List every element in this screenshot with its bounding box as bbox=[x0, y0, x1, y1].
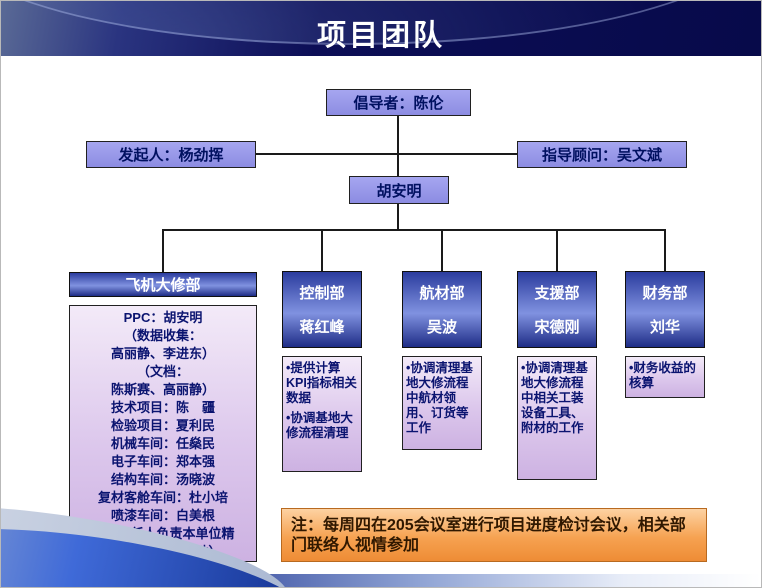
slide-header: 项目团队 bbox=[1, 1, 761, 56]
dept-box-support: 支援部 宋德刚 bbox=[517, 271, 597, 348]
text-line: 高丽静、李进东） bbox=[110, 346, 215, 361]
text-line: •财务收益的核算 bbox=[629, 361, 696, 390]
slide-title: 项目团队 bbox=[316, 20, 445, 52]
text-line: 复材客舱车间：杜小培 bbox=[97, 490, 228, 505]
dept-name: 财务部 bbox=[642, 284, 688, 302]
dept-box-materials: 航材部 吴波 bbox=[402, 271, 482, 348]
connector-line bbox=[256, 153, 518, 155]
text-line: （数据收集： bbox=[123, 328, 202, 343]
text-line: •提供计算KPI指标相关数据 bbox=[286, 361, 357, 405]
initiator-box: 发起人：杨劲挥 bbox=[86, 141, 256, 168]
text-line: 检验项目：夏利民 bbox=[110, 418, 215, 433]
connector-line bbox=[441, 229, 443, 272]
text-line: 电子车间：郑本强 bbox=[110, 454, 215, 469]
dept-name: 航材部 bbox=[419, 284, 465, 302]
dept-name: 支援部 bbox=[534, 284, 580, 302]
dept-box-finance: 财务部 刘华 bbox=[625, 271, 705, 348]
dept-head: 蒋红峰 bbox=[299, 319, 345, 337]
text-line: •协调清理基地大修流程中相关工装设备工具、附材的工作 bbox=[521, 361, 588, 435]
text-line: （文档： bbox=[136, 364, 189, 379]
connector-line bbox=[321, 229, 323, 272]
text-line: 机械车间：任燊民 bbox=[110, 436, 215, 451]
dept-name: 控制部 bbox=[299, 284, 345, 302]
connector-line bbox=[397, 204, 399, 230]
meeting-note-box: 注：每周四在205会议室进行项目进度检讨会议，相关部门联络人视情参加 bbox=[281, 508, 707, 562]
advocate-box: 倡导者：陈伦 bbox=[326, 89, 471, 116]
dept-box-control: 控制部 蒋红峰 bbox=[282, 271, 362, 348]
connector-line bbox=[556, 229, 558, 272]
text-line: 喷漆车间：白美根 bbox=[110, 508, 215, 523]
dept-name: 飞机大修部 bbox=[125, 277, 201, 294]
dept-head: 刘华 bbox=[649, 319, 680, 337]
text-line: 结构车间：汤晓波 bbox=[110, 472, 215, 487]
connector-line bbox=[664, 229, 666, 272]
dept-head: 吴波 bbox=[426, 319, 457, 337]
connector-line bbox=[162, 229, 164, 272]
connector-line bbox=[397, 116, 399, 177]
advisor-box: 指导顾问：吴文斌 bbox=[517, 141, 687, 168]
text-line: •协调清理基地大修流程中航材领用、订货等工作 bbox=[406, 361, 473, 435]
dept-detail-finance: •财务收益的核算 bbox=[625, 356, 705, 398]
dept-detail-overhaul: PPC：胡安明 （数据收集： 高丽静、李进东） （文档： 陈斯赛、高丽静） 技术项目：陈 … bbox=[69, 305, 257, 562]
dept-box-overhaul: 飞机大修部 bbox=[69, 272, 257, 297]
text-line: 技术项目：陈 疆 bbox=[110, 400, 215, 415]
leader-box: 胡安明 bbox=[349, 176, 449, 204]
text-line: •协调基地大修流程清理 bbox=[286, 411, 353, 440]
connector-line bbox=[162, 229, 666, 231]
text-line: 陈斯赛、高丽静） bbox=[110, 382, 215, 397]
dept-detail-support: •协调清理基地大修流程中相关工装设备工具、附材的工作 bbox=[517, 356, 597, 480]
dept-detail-control: •提供计算KPI指标相关数据 •协调基地大修流程清理 bbox=[282, 356, 362, 472]
dept-detail-materials: •协调清理基地大修流程中航材领用、订货等工作 bbox=[402, 356, 482, 450]
text-line: PPC：胡安明 bbox=[123, 310, 203, 325]
dept-head: 宋德刚 bbox=[534, 319, 580, 337]
